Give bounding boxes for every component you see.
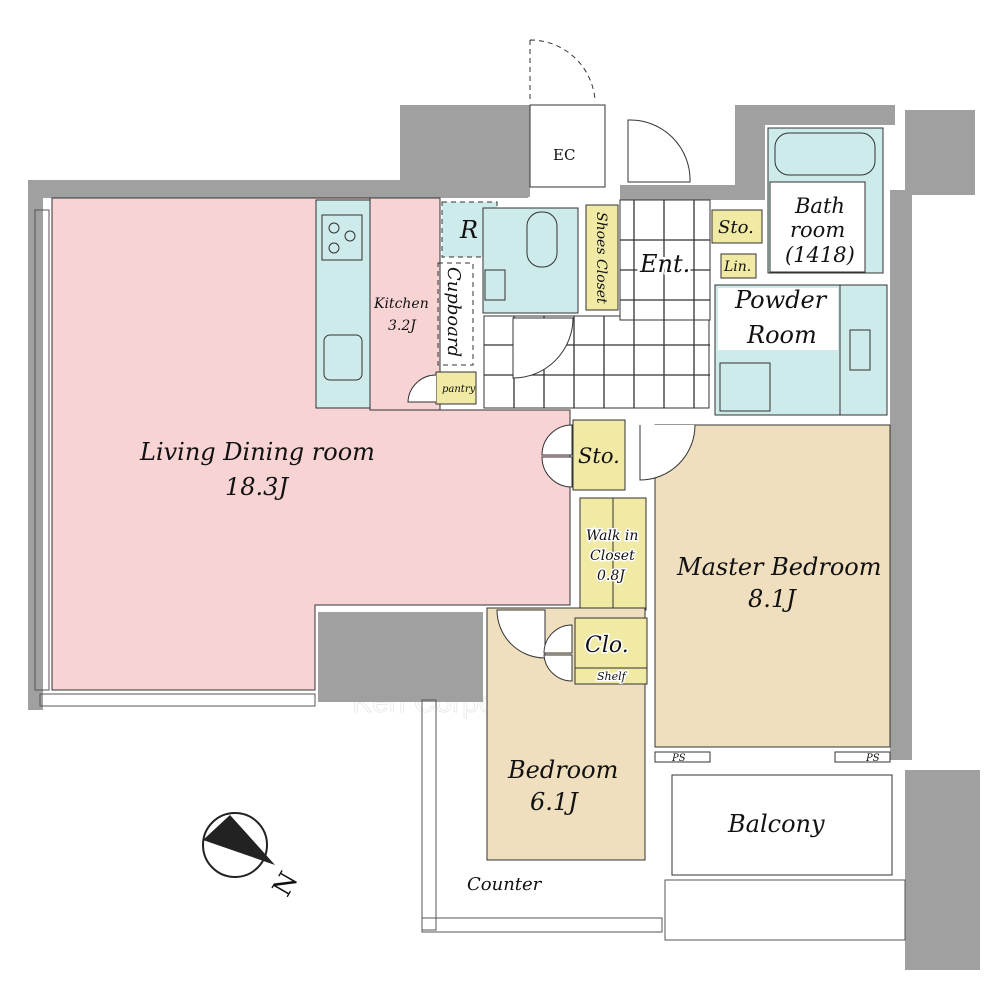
linen xyxy=(720,253,757,279)
toilet-icon xyxy=(526,211,558,268)
master-bedroom xyxy=(654,424,891,748)
stove-icon xyxy=(321,214,363,261)
bathtub-icon xyxy=(774,132,876,176)
storage-hall-label: Sto. xyxy=(578,444,620,468)
kitchen-size: 3.2J xyxy=(388,318,417,334)
ec-label: EC xyxy=(553,146,575,164)
ec-closet xyxy=(529,104,606,188)
cupboard-label: Cupboard xyxy=(443,267,464,357)
washer-pan-icon xyxy=(719,362,771,412)
powder-room-label-2: Room xyxy=(746,321,817,349)
living-dining-size: 18.3J xyxy=(225,473,289,501)
walk-in-closet-size: 0.8J xyxy=(597,568,626,584)
bathroom-label-1: Bath xyxy=(794,194,845,218)
storage-entrance xyxy=(711,209,763,244)
entrance-label: Ent. xyxy=(639,250,690,278)
balcony xyxy=(671,774,893,876)
bedroom-window-frame xyxy=(421,699,663,933)
kitchen-name: Kitchen xyxy=(373,296,429,312)
shoes-closet-label: Shoes Closet xyxy=(593,212,609,304)
svg-text:PS: PS xyxy=(671,753,686,764)
sink-icon xyxy=(323,334,363,381)
walk-in-closet-label-1: Walk in xyxy=(586,528,638,544)
storage-entrance-label: Sto. xyxy=(718,217,754,238)
window-frames xyxy=(34,209,316,707)
master-bedroom-size: 8.1J xyxy=(748,585,797,613)
bedroom-size: 6.1J xyxy=(530,788,579,816)
closet-label: Clo. xyxy=(585,633,629,658)
pantry-label: pantry xyxy=(442,384,476,395)
refrigerator-label: R xyxy=(459,216,478,244)
counter-label: Counter xyxy=(467,874,543,895)
linen-label: Lin. xyxy=(723,259,751,275)
bathroom-label-2: room xyxy=(790,218,845,242)
walk-in-closet-label-2: Closet xyxy=(590,548,635,564)
pantry xyxy=(435,371,477,405)
ps-labels: PS PS xyxy=(654,751,891,764)
walls xyxy=(28,105,980,970)
compass-north-label: N xyxy=(267,867,304,902)
balcony-label: Balcony xyxy=(727,810,825,838)
kitchen-area xyxy=(369,197,441,411)
shoes-closet xyxy=(585,204,619,311)
living-dining-name: Living Dining room xyxy=(139,438,375,466)
north-compass-icon: N xyxy=(202,812,305,902)
bathroom-label-3: (1418) xyxy=(785,243,855,267)
powder-room-label-1: Powder xyxy=(734,286,828,314)
closet xyxy=(574,617,648,685)
shelf-label: Shelf xyxy=(597,670,628,683)
storage-hall xyxy=(572,419,626,491)
svg-text:PS: PS xyxy=(865,753,880,764)
master-bedroom-name: Master Bedroom xyxy=(676,553,881,581)
bedroom-name: Bedroom xyxy=(507,756,618,784)
